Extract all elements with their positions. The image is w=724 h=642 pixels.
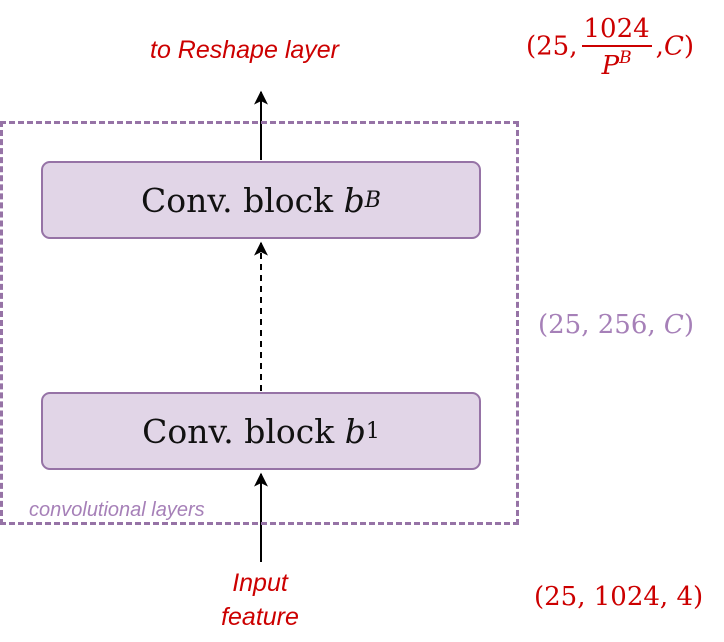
- group-label: convolutional layers: [29, 499, 205, 521]
- middle-shape-close: ): [683, 310, 694, 340]
- conv-block-b-B-var: b: [343, 180, 365, 220]
- middle-shape: (25, 256, C): [538, 310, 694, 340]
- conv-block-b-1-sub: 1: [365, 418, 380, 444]
- conv-block-b-B-sub: B: [364, 187, 381, 213]
- input-label-line-1: Input: [232, 569, 288, 597]
- output-shape-var: C: [663, 31, 684, 62]
- conv-block-b-B-prefix: Conv. block: [141, 180, 334, 220]
- output-shape-denominator: PB: [602, 47, 632, 81]
- output-shape-numerator: 1024: [581, 14, 652, 47]
- convolutional-layers-group: [0, 121, 519, 525]
- middle-shape-var: C: [663, 310, 684, 340]
- input-label: Input feature: [198, 566, 322, 634]
- output-shape-close: ): [683, 31, 694, 62]
- output-shape-denominator-sup: B: [619, 48, 632, 68]
- output-shape-denominator-base: P: [601, 51, 620, 81]
- input-shape: (25, 1024, 4): [534, 582, 704, 612]
- output-shape-open: (25,: [526, 31, 578, 62]
- middle-shape-text: (25, 256,: [538, 310, 664, 340]
- output-label: to Reshape layer: [150, 36, 340, 64]
- input-label-line-2: feature: [221, 603, 299, 631]
- output-shape-sep: ,: [655, 31, 664, 62]
- conv-block-b-1-var: b: [344, 411, 366, 451]
- conv-block-b-1-prefix: Conv. block: [142, 411, 335, 451]
